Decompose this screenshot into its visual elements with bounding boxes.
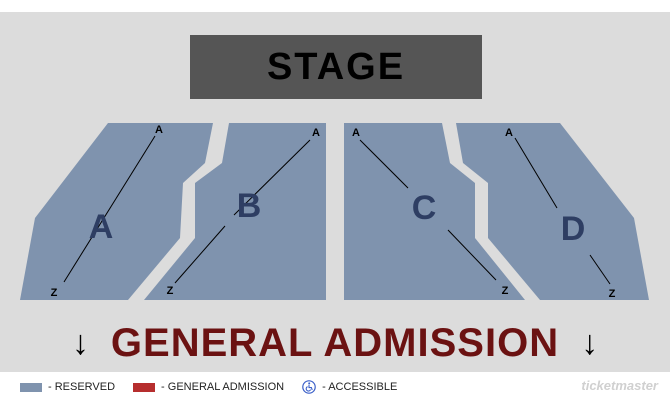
general-admission-area[interactable]: ↓ GENERAL ADMISSION ↓	[0, 318, 670, 368]
section-c-row-first: A	[352, 127, 360, 139]
section-b-row-last: Z	[167, 285, 174, 297]
wheelchair-icon	[302, 380, 316, 394]
legend-reserved: - RESERVED	[20, 381, 115, 393]
section-d-row-last: Z	[609, 288, 616, 300]
legend-accessible-label: - ACCESSIBLE	[322, 381, 398, 393]
legend-accessible: - ACCESSIBLE	[302, 380, 397, 394]
section-a-row-last: Z	[51, 287, 58, 299]
reserved-swatch	[20, 382, 42, 392]
section-c-label: C	[412, 189, 437, 227]
legend-general-admission-label: - GENERAL ADMISSION	[161, 381, 285, 393]
section-a-row-first: A	[155, 124, 163, 136]
section-d[interactable]: D A Z	[456, 123, 649, 300]
general-admission-label: GENERAL ADMISSION	[110, 320, 560, 365]
section-c[interactable]: C A Z	[344, 123, 525, 300]
legend: - RESERVED - GENERAL ADMISSION - ACCESSI…	[20, 378, 415, 396]
general-admission-swatch	[133, 382, 156, 392]
down-arrow-icon: ↓	[71, 324, 89, 362]
section-a-label: A	[89, 208, 114, 246]
section-c-row-last: Z	[502, 285, 509, 297]
down-arrow-icon: ↓	[581, 324, 599, 362]
section-b[interactable]: B A Z	[144, 123, 326, 300]
legend-general-admission: - GENERAL ADMISSION	[133, 381, 284, 393]
section-d-row-first: A	[505, 127, 513, 139]
section-b-label: B	[237, 187, 262, 225]
legend-reserved-label: - RESERVED	[48, 381, 116, 393]
section-b-row-first: A	[312, 127, 320, 139]
section-d-label: D	[561, 210, 586, 248]
ticketmaster-logo: ticketmaster	[581, 378, 658, 393]
stage: STAGE	[190, 35, 482, 99]
seating-sections: A A Z B A Z C A Z D A Z	[20, 123, 649, 300]
section-a[interactable]: A A Z	[20, 123, 213, 300]
venue-map: STAGE A A Z B A Z C A Z	[0, 12, 670, 372]
stage-label: STAGE	[266, 45, 406, 88]
